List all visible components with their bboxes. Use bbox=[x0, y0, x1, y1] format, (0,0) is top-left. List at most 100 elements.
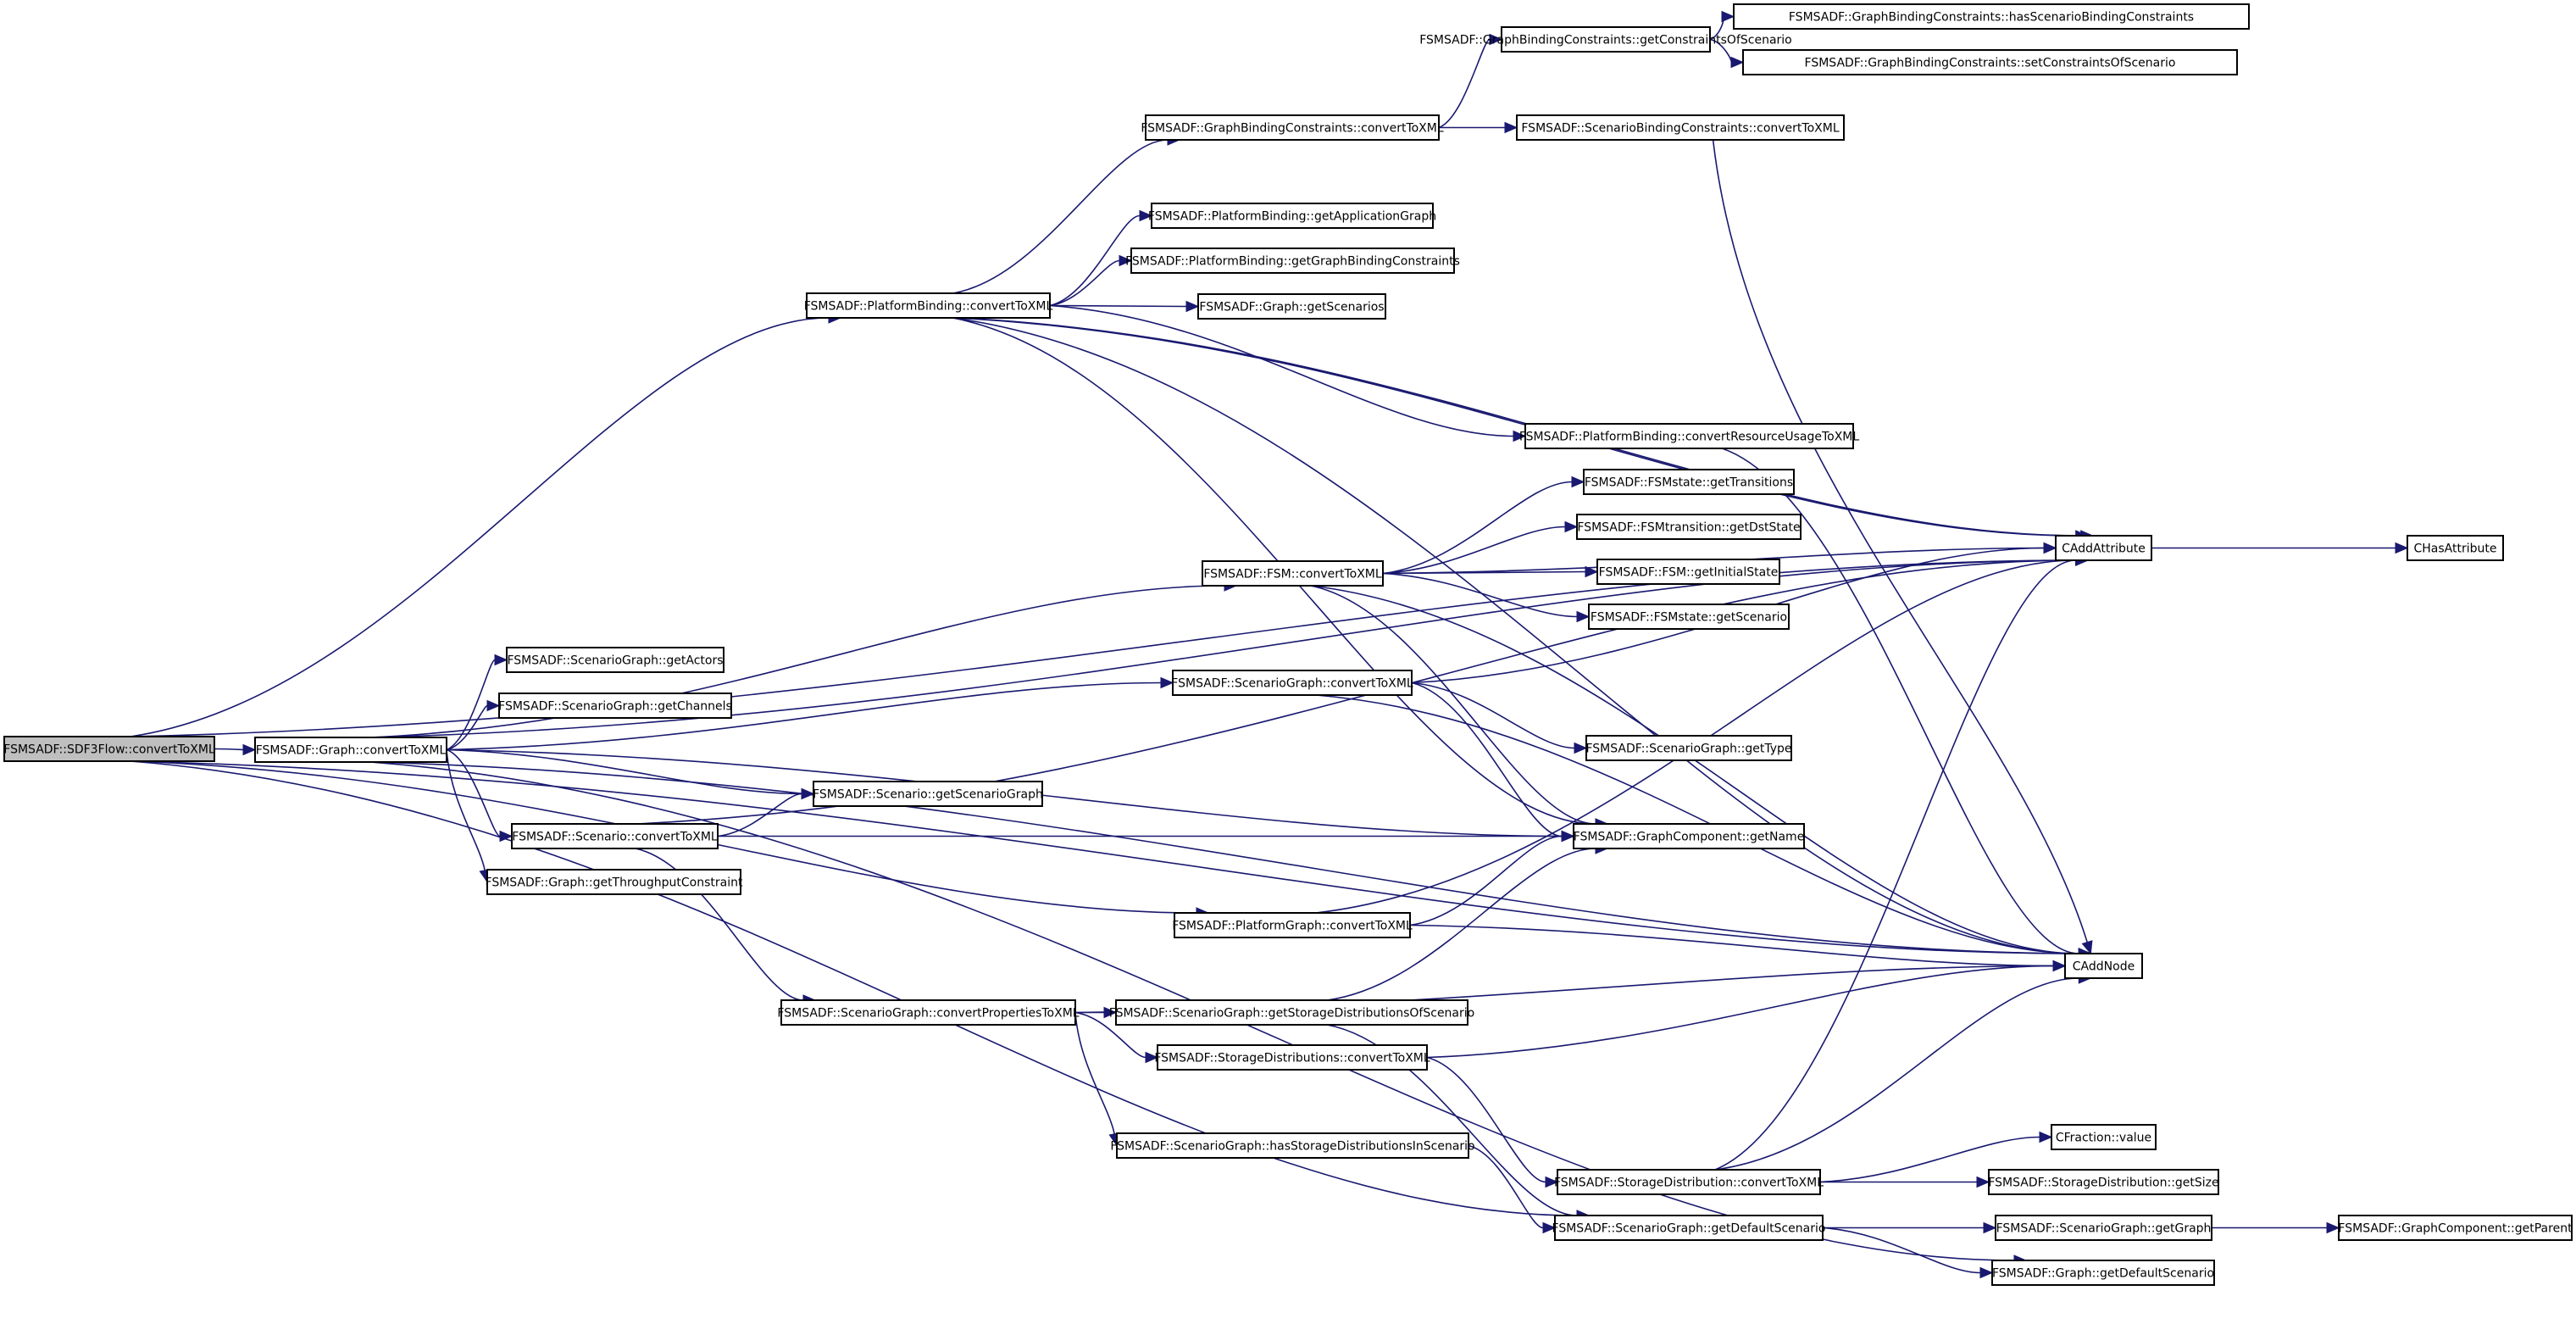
arrowhead-icon bbox=[1139, 209, 1153, 222]
node-box bbox=[1554, 1215, 1824, 1241]
node-sg-actors[interactable]: FSMSADF::ScenarioGraph::getActors bbox=[506, 647, 724, 673]
edge-line bbox=[1382, 572, 1578, 618]
edge-pb-cx-to-g-scen bbox=[1049, 300, 1200, 313]
node-sg-defs[interactable]: FSMSADF::ScenarioGraph::getDefaultScenar… bbox=[1552, 1215, 1826, 1241]
edge-line bbox=[130, 760, 2079, 954]
node-box bbox=[1151, 203, 1434, 229]
node-pb-app[interactable]: FSMSADF::PlatformBinding::getApplication… bbox=[1148, 203, 1436, 229]
node-g-defs[interactable]: FSMSADF::Graph::getDefaultScenario bbox=[1991, 1260, 2215, 1286]
edge-line bbox=[1714, 559, 2076, 1171]
node-sdf3flow[interactable]: FSMSADF::SDF3Flow::convertToXML bbox=[3, 736, 215, 762]
node-sg-chan[interactable]: FSMSADF::ScenarioGraph::getChannels bbox=[498, 693, 732, 719]
node-g-scen[interactable]: FSMSADF::Graph::getScenarios bbox=[1197, 293, 1386, 320]
node-sd-cx[interactable]: FSMSADF::StorageDistribution::convertToX… bbox=[1554, 1169, 1824, 1195]
node-caddnode[interactable]: CAddNode bbox=[2064, 953, 2143, 979]
edge-graph-cx-to-sg-chan bbox=[446, 699, 501, 751]
node-label: FSMSADF::GraphBindingConstraints::hasSce… bbox=[1789, 11, 2194, 25]
edge-gbc-cx-to-gbc-get bbox=[1438, 33, 1503, 129]
edge-line bbox=[1326, 1024, 1578, 1216]
edge-sg-prop-to-sg-sdos bbox=[1074, 1006, 1118, 1019]
edge-line bbox=[1409, 835, 1563, 926]
node-label: FSMSADF::ScenarioBindingConstraints::con… bbox=[1521, 122, 1839, 136]
node-sg-type[interactable]: FSMSADF::ScenarioGraph::getType bbox=[1585, 735, 1792, 761]
edge-pg-cx-to-gc-name bbox=[1409, 830, 1575, 926]
node-gbc-set[interactable]: FSMSADF::GraphBindingConstraints::setCon… bbox=[1742, 49, 2238, 75]
node-fsm-cx[interactable]: FSMSADF::FSM::convertToXML bbox=[1202, 560, 1384, 587]
node-sg-graph[interactable]: FSMSADF::ScenarioGraph::getGraph bbox=[1995, 1215, 2212, 1241]
edge-graph-cx-to-g-tp bbox=[446, 749, 491, 883]
node-box bbox=[2407, 535, 2504, 561]
node-label: FSMSADF::ScenarioGraph::getDefaultScenar… bbox=[1552, 1222, 1826, 1236]
node-box bbox=[1157, 1044, 1428, 1071]
node-box bbox=[1130, 248, 1455, 274]
node-graph-cx[interactable]: FSMSADF::Graph::convertToXML bbox=[254, 737, 447, 763]
node-gbc-cx[interactable]: FSMSADF::GraphBindingConstraints::conver… bbox=[1141, 114, 1444, 141]
node-gbc-get[interactable]: FSMSADF::GraphBindingConstraints::getCon… bbox=[1419, 26, 1792, 53]
node-label: FSMSADF::ScenarioGraph::getStorageDistri… bbox=[1109, 1007, 1474, 1021]
node-pb-res[interactable]: FSMSADF::PlatformBinding::convertResourc… bbox=[1519, 423, 1860, 449]
arrowhead-icon bbox=[499, 830, 514, 843]
node-label: FSMSADF::GraphBindingConstraints::setCon… bbox=[1805, 57, 2176, 70]
node-s-cx[interactable]: FSMSADF::Scenario::convertToXML bbox=[511, 823, 719, 849]
node-sg-sdos[interactable]: FSMSADF::ScenarioGraph::getStorageDistri… bbox=[1109, 999, 1474, 1026]
node-box bbox=[1116, 1132, 1469, 1159]
node-caddattr[interactable]: CAddAttribute bbox=[2055, 535, 2152, 561]
edge-line bbox=[1382, 526, 1566, 575]
node-label: FSMSADF::Scenario::getScenarioGraph bbox=[813, 788, 1043, 802]
node-fsms-tr[interactable]: FSMSADF::FSMstate::getTransitions bbox=[1583, 469, 1795, 495]
node-sds-cx[interactable]: FSMSADF::StorageDistributions::convertTo… bbox=[1154, 1044, 1430, 1071]
edge-line bbox=[1326, 848, 1596, 1001]
node-gc-parent[interactable]: FSMSADF::GraphComponent::getParent bbox=[2338, 1215, 2573, 1241]
node-label: FSMSADF::ScenarioGraph::convertPropertie… bbox=[777, 1007, 1079, 1021]
node-label: FSMSADF::PlatformBinding::getApplication… bbox=[1148, 210, 1436, 224]
edge-line bbox=[1049, 304, 1514, 437]
edge-sg-cx-to-sg-type bbox=[1411, 681, 1588, 754]
node-pb-gbc[interactable]: FSMSADF::PlatformBinding::getGraphBindin… bbox=[1125, 248, 1460, 274]
node-cfrac[interactable]: CFraction::value bbox=[2051, 1124, 2157, 1150]
node-box bbox=[1557, 1169, 1821, 1195]
node-pg-cx[interactable]: FSMSADF::PlatformGraph::convertToXML bbox=[1172, 912, 1413, 938]
node-sd-size[interactable]: FSMSADF::StorageDistribution::getSize bbox=[1988, 1169, 2219, 1195]
node-box bbox=[2051, 1124, 2157, 1150]
edge-line bbox=[1310, 585, 2079, 954]
edge-sd-cx-to-caddnode bbox=[1714, 972, 2092, 1171]
node-gbc-has[interactable]: FSMSADF::GraphBindingConstraints::hasSce… bbox=[1733, 3, 2250, 30]
node-label: FSMSADF::FSMstate::getTransitions bbox=[1585, 476, 1793, 490]
edge-line bbox=[952, 317, 2079, 954]
node-fsm-init[interactable]: FSMSADF::FSM::getInitialState bbox=[1596, 559, 1780, 585]
node-sg-cx[interactable]: FSMSADF::ScenarioGraph::convertToXML bbox=[1171, 670, 1413, 696]
node-box bbox=[3, 736, 215, 762]
edge-line bbox=[446, 749, 486, 871]
node-fsms-scen[interactable]: FSMSADF::FSMstate::getScenario bbox=[1588, 604, 1790, 630]
arrowhead-icon bbox=[2395, 542, 2409, 554]
node-box bbox=[1501, 26, 1711, 53]
edge-line bbox=[446, 681, 1162, 751]
arrowhead-icon bbox=[1576, 610, 1591, 623]
edge-fsm-cx-to-fsms-tr bbox=[1382, 476, 1585, 575]
node-chasattr[interactable]: CHasAttribute bbox=[2407, 535, 2504, 561]
edge-line bbox=[1468, 1144, 1544, 1229]
node-box bbox=[1585, 735, 1792, 761]
edge-line bbox=[1049, 304, 1187, 308]
node-fsmt-dst[interactable]: FSMSADF::FSMtransition::getDstState bbox=[1576, 514, 1802, 540]
arrowhead-icon bbox=[1561, 830, 1575, 843]
node-g-tp[interactable]: FSMSADF::Graph::getThroughputConstraint bbox=[486, 869, 743, 895]
node-box bbox=[506, 647, 724, 673]
node-sg-prop[interactable]: FSMSADF::ScenarioGraph::convertPropertie… bbox=[777, 999, 1080, 1026]
node-label: FSMSADF::PlatformBinding::convertResourc… bbox=[1519, 431, 1860, 444]
node-sbc-cx[interactable]: FSMSADF::ScenarioBindingConstraints::con… bbox=[1516, 114, 1845, 141]
arrowhead-icon bbox=[2039, 1131, 2053, 1143]
edge-sdf3flow-to-caddnode bbox=[130, 760, 2092, 960]
edge-line bbox=[1714, 977, 2079, 1171]
edge-sg-graph-to-gc-parent bbox=[2212, 1221, 2340, 1234]
arrowhead-icon bbox=[1564, 520, 1579, 533]
edge-fsm-cx-to-fsmt-dst bbox=[1382, 520, 1579, 575]
node-pb-cx[interactable]: FSMSADF::PlatformBinding::convertToXML bbox=[804, 292, 1053, 319]
node-label: FSMSADF::GraphComponent::getParent bbox=[2338, 1222, 2573, 1236]
arrowhead-icon bbox=[1504, 121, 1518, 134]
node-sg-hsd[interactable]: FSMSADF::ScenarioGraph::hasStorageDistri… bbox=[1110, 1132, 1475, 1159]
edge-line bbox=[369, 585, 1225, 738]
edge-line bbox=[1409, 924, 2054, 967]
node-gc-name[interactable]: FSMSADF::GraphComponent::getName bbox=[1573, 823, 1805, 849]
node-s-sg[interactable]: FSMSADF::Scenario::getScenarioGraph bbox=[813, 781, 1043, 807]
